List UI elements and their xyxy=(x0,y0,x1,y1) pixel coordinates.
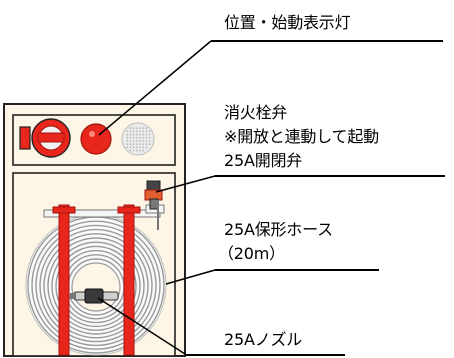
leader-indicator-lamp xyxy=(98,40,212,136)
leader-lines xyxy=(97,40,216,355)
underline-indicator-lamp xyxy=(211,40,443,42)
nozzle-icon xyxy=(70,288,119,304)
label-valve-3: 25A開閉弁 xyxy=(224,151,303,170)
hose-strap-right xyxy=(123,204,135,356)
label-indicator-lamp: 位置・始動表示灯 xyxy=(224,13,351,32)
hose-rack xyxy=(43,204,165,356)
underline-valve xyxy=(215,175,445,177)
leader-valve xyxy=(155,175,216,193)
label-hose-1: 25A保形ホース xyxy=(224,220,333,239)
hose-coil xyxy=(25,214,167,356)
label-nozzle: 25Aノズル xyxy=(224,330,303,349)
label-valve-2: ※開放と連動して起動 xyxy=(224,127,379,146)
underline-nozzle xyxy=(185,354,345,356)
label-hose-2: （20m） xyxy=(218,244,285,263)
underline-hose xyxy=(215,269,379,271)
leader-hose xyxy=(165,269,216,285)
leader-nozzle xyxy=(97,297,186,355)
valve-icon xyxy=(144,180,163,230)
hose-strap-left xyxy=(58,204,70,356)
alarm-bell xyxy=(19,118,71,158)
label-valve-1: 消火栓弁 xyxy=(224,103,288,122)
speaker-grille-icon xyxy=(121,122,155,156)
